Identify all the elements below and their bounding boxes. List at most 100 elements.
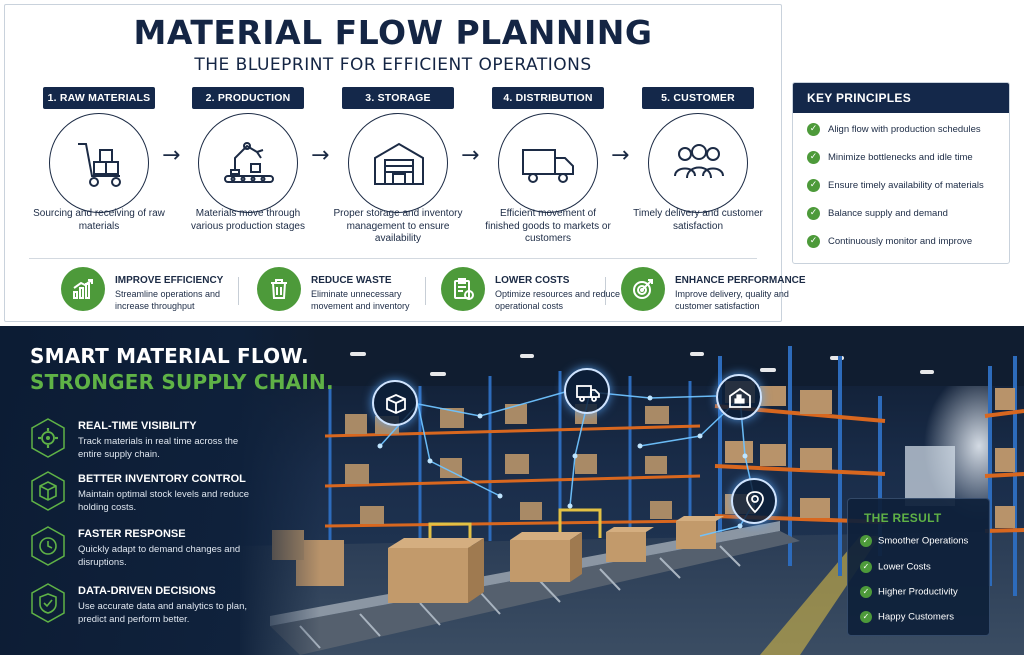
benefit-divider	[425, 277, 426, 305]
principle-item: ✓Balance supply and demand	[807, 207, 948, 220]
benefit-title: IMPROVE EFFICIENCY	[115, 275, 224, 286]
checkmark-icon: ✓	[807, 151, 820, 164]
smart-flow-banner: SMART MATERIAL FLOW. STRONGER SUPPLY CHA…	[0, 326, 1024, 655]
benefit-icon-circle	[441, 267, 485, 311]
step-icon-circle	[648, 113, 748, 213]
warehouse-icon	[729, 387, 751, 408]
arrow-right-icon: →	[461, 143, 480, 168]
flow-card: MATERIAL FLOW PLANNING THE BLUEPRINT FOR…	[4, 4, 806, 322]
people-group-icon	[674, 144, 724, 179]
benefit-improve-efficiency: IMPROVE EFFICIENCY Streamline operations…	[61, 267, 241, 317]
benefit-icon-circle	[257, 267, 301, 311]
arrow-right-icon: →	[611, 143, 630, 168]
step-production: 2. PRODUCTION Materials move through var…	[191, 87, 305, 232]
network-node-package	[372, 380, 418, 426]
checkmark-icon: ✓	[860, 561, 872, 573]
growth-chart-icon	[73, 279, 93, 299]
feature-description: Use accurate data and analytics to plan,…	[78, 601, 247, 625]
result-item: ✓Lower Costs	[860, 561, 931, 573]
step-icon-circle	[348, 113, 448, 213]
benefit-description: Optimize resources and reduce operationa…	[495, 289, 621, 311]
step-label: 3. STORAGE	[342, 87, 454, 109]
network-node-warehouse	[716, 374, 762, 420]
step-storage: 3. STORAGE Proper storage and inventory …	[334, 87, 462, 244]
checkmark-icon: ✓	[860, 535, 872, 547]
network-node-truck	[564, 368, 610, 414]
feature-description: Quickly adapt to demand changes and disr…	[78, 544, 241, 568]
arrow-right-icon: →	[162, 143, 181, 168]
step-customer: 5. CUSTOMER Timely delivery and customer…	[633, 87, 763, 232]
checkmark-icon: ✓	[807, 179, 820, 192]
step-raw-materials: 1. RAW MATERIALS Sourcing and receiving …	[33, 87, 165, 232]
clock-icon	[31, 526, 65, 566]
benefit-title: ENHANCE PERFORMANCE	[675, 275, 806, 286]
principle-item: ✓Continuously monitor and improve	[807, 235, 972, 248]
step-icon-circle	[198, 113, 298, 213]
step-label: 4. DISTRIBUTION	[492, 87, 604, 109]
principle-item: ✓Align flow with production schedules	[807, 123, 981, 136]
package-icon	[386, 394, 406, 414]
banner-headline: SMART MATERIAL FLOW.	[30, 344, 309, 368]
feature-title: BETTER INVENTORY CONTROL	[78, 473, 246, 485]
step-icon-circle	[498, 113, 598, 213]
page-subtitle: THE BLUEPRINT FOR EFFICIENT OPERATIONS	[194, 55, 592, 75]
network-node-location	[731, 478, 777, 524]
warehouse-icon	[374, 142, 424, 185]
step-description: Materials move through various productio…	[191, 208, 305, 232]
benefit-divider	[605, 277, 606, 305]
target-icon	[633, 279, 653, 299]
checkmark-icon: ✓	[860, 586, 872, 598]
step-description: Efficient movement of finished goods to …	[485, 208, 611, 244]
cost-clipboard-icon	[454, 278, 474, 300]
trash-bin-icon	[271, 279, 287, 299]
checkmark-icon: ✓	[807, 123, 820, 136]
key-principles-card: KEY PRINCIPLES ✓Align flow with producti…	[792, 82, 1010, 264]
page-title: MATERIAL FLOW PLANNING	[133, 13, 653, 52]
step-description: Sourcing and receiving of raw materials	[33, 208, 165, 232]
robot-arm-conveyor-icon	[224, 142, 274, 183]
step-distribution: 4. DISTRIBUTION Efficient movement of fi…	[485, 87, 611, 244]
checkmark-icon: ✓	[860, 611, 872, 623]
box-icon	[31, 471, 65, 511]
section-divider	[29, 258, 757, 259]
step-description: Timely delivery and customer satisfactio…	[633, 208, 763, 232]
step-label: 1. RAW MATERIALS	[43, 87, 155, 109]
shield-check-icon	[31, 583, 65, 623]
step-label: 5. CUSTOMER	[642, 87, 754, 109]
principle-item: ✓Ensure timely availability of materials	[807, 179, 984, 192]
benefit-divider	[238, 277, 239, 305]
benefit-title: REDUCE WASTE	[311, 275, 392, 286]
banner-subheadline: STRONGER SUPPLY CHAIN.	[30, 370, 334, 394]
step-description: Proper storage and inventory management …	[333, 208, 463, 244]
benefit-enhance-performance: ENHANCE PERFORMANCE Improve delivery, qu…	[621, 267, 806, 317]
result-card: THE RESULT ✓Smoother Operations ✓Lower C…	[847, 498, 990, 636]
feature-description: Track materials in real time across the …	[78, 436, 239, 460]
truck-icon	[576, 385, 600, 402]
result-title: THE RESULT	[864, 511, 942, 525]
arrow-right-icon: →	[311, 143, 330, 168]
checkmark-icon: ✓	[807, 235, 820, 248]
benefit-icon-circle	[61, 267, 105, 311]
gear-icon	[31, 418, 65, 458]
key-principles-title: KEY PRINCIPLES	[793, 83, 1009, 113]
benefit-icon-circle	[621, 267, 665, 311]
checkmark-icon: ✓	[807, 207, 820, 220]
benefit-description: Streamline operations and increase throu…	[115, 289, 221, 311]
banner-text-backdrop	[0, 326, 320, 655]
warehouse-scene-illustration	[0, 326, 1024, 655]
benefit-lower-costs: LOWER COSTS Optimize resources and reduc…	[441, 267, 621, 317]
result-item: ✓Smoother Operations	[860, 535, 968, 547]
benefit-reduce-waste: REDUCE WASTE Eliminate unnecessary movem…	[257, 267, 437, 317]
result-item: ✓Higher Productivity	[860, 586, 958, 598]
feature-title: FASTER RESPONSE	[78, 528, 186, 540]
feature-description: Maintain optimal stock levels and reduce…	[78, 489, 250, 513]
benefit-description: Eliminate unnecessary movement and inven…	[311, 289, 410, 311]
feature-title: REAL-TIME VISIBILITY	[78, 420, 197, 432]
benefit-description: Improve delivery, quality and customer s…	[675, 289, 789, 311]
feature-title: DATA-DRIVEN DECISIONS	[78, 585, 216, 597]
material-flow-panel: MATERIAL FLOW PLANNING THE BLUEPRINT FOR…	[0, 0, 1024, 326]
location-pin-icon	[746, 491, 764, 514]
result-item: ✓Happy Customers	[860, 611, 954, 623]
step-icon-circle	[49, 113, 149, 213]
delivery-truck-icon	[522, 149, 574, 183]
